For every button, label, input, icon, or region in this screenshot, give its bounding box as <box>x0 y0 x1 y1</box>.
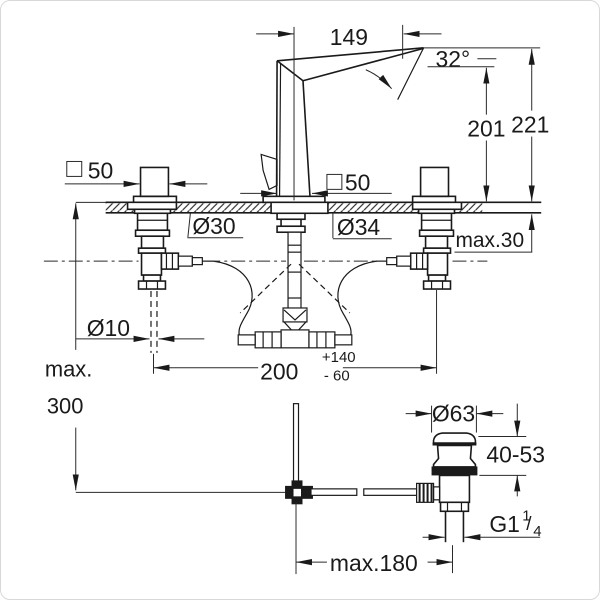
dim-aerator-height: 201 <box>467 116 505 142</box>
flexible-hoses <box>213 260 377 335</box>
spout <box>237 47 425 349</box>
dimension-lines: 149 32° 201 221 50 50 Ø30 Ø34 <box>45 24 549 576</box>
dim-spout-projection: 149 <box>330 24 368 50</box>
dim-thread-prefix: G1 <box>489 511 520 537</box>
dim-handle-escutcheon: 50 <box>88 157 113 183</box>
left-handle-valve <box>126 166 214 290</box>
dim-clamping-range: 40-53 <box>486 441 545 467</box>
dim-waste-flange: Ø63 <box>432 401 475 427</box>
right-handle-valve <box>374 166 463 290</box>
dim-hole-distance: 200 <box>260 359 298 385</box>
dim-rod-to-waste: max.180 <box>330 550 418 576</box>
pop-up-rod-assembly <box>75 403 421 575</box>
pull-rod-dashed <box>150 291 158 353</box>
dim-thread-denominator: 4 <box>533 523 541 540</box>
dim-max-depth-label: max. <box>45 357 92 382</box>
waste-valve <box>416 432 478 543</box>
dim-pull-rod: Ø10 <box>87 315 130 341</box>
dim-max-depth-value: 300 <box>47 394 84 419</box>
dim-hole-distance-tol-minus: - 60 <box>324 368 350 385</box>
dim-spout-escutcheon: 50 <box>345 169 370 195</box>
dim-deck-thickness: max.30 <box>455 229 524 252</box>
dim-spout-angle: 32° <box>436 46 471 72</box>
dim-spout-hole: Ø34 <box>337 214 381 240</box>
dim-overall-height: 221 <box>511 112 549 138</box>
dim-handle-hole: Ø30 <box>192 213 235 239</box>
dim-hole-distance-tol-plus: +140 <box>322 349 356 366</box>
dim-thread-slash: / <box>526 514 532 535</box>
dim-thread-numerator: 1 <box>522 507 530 524</box>
